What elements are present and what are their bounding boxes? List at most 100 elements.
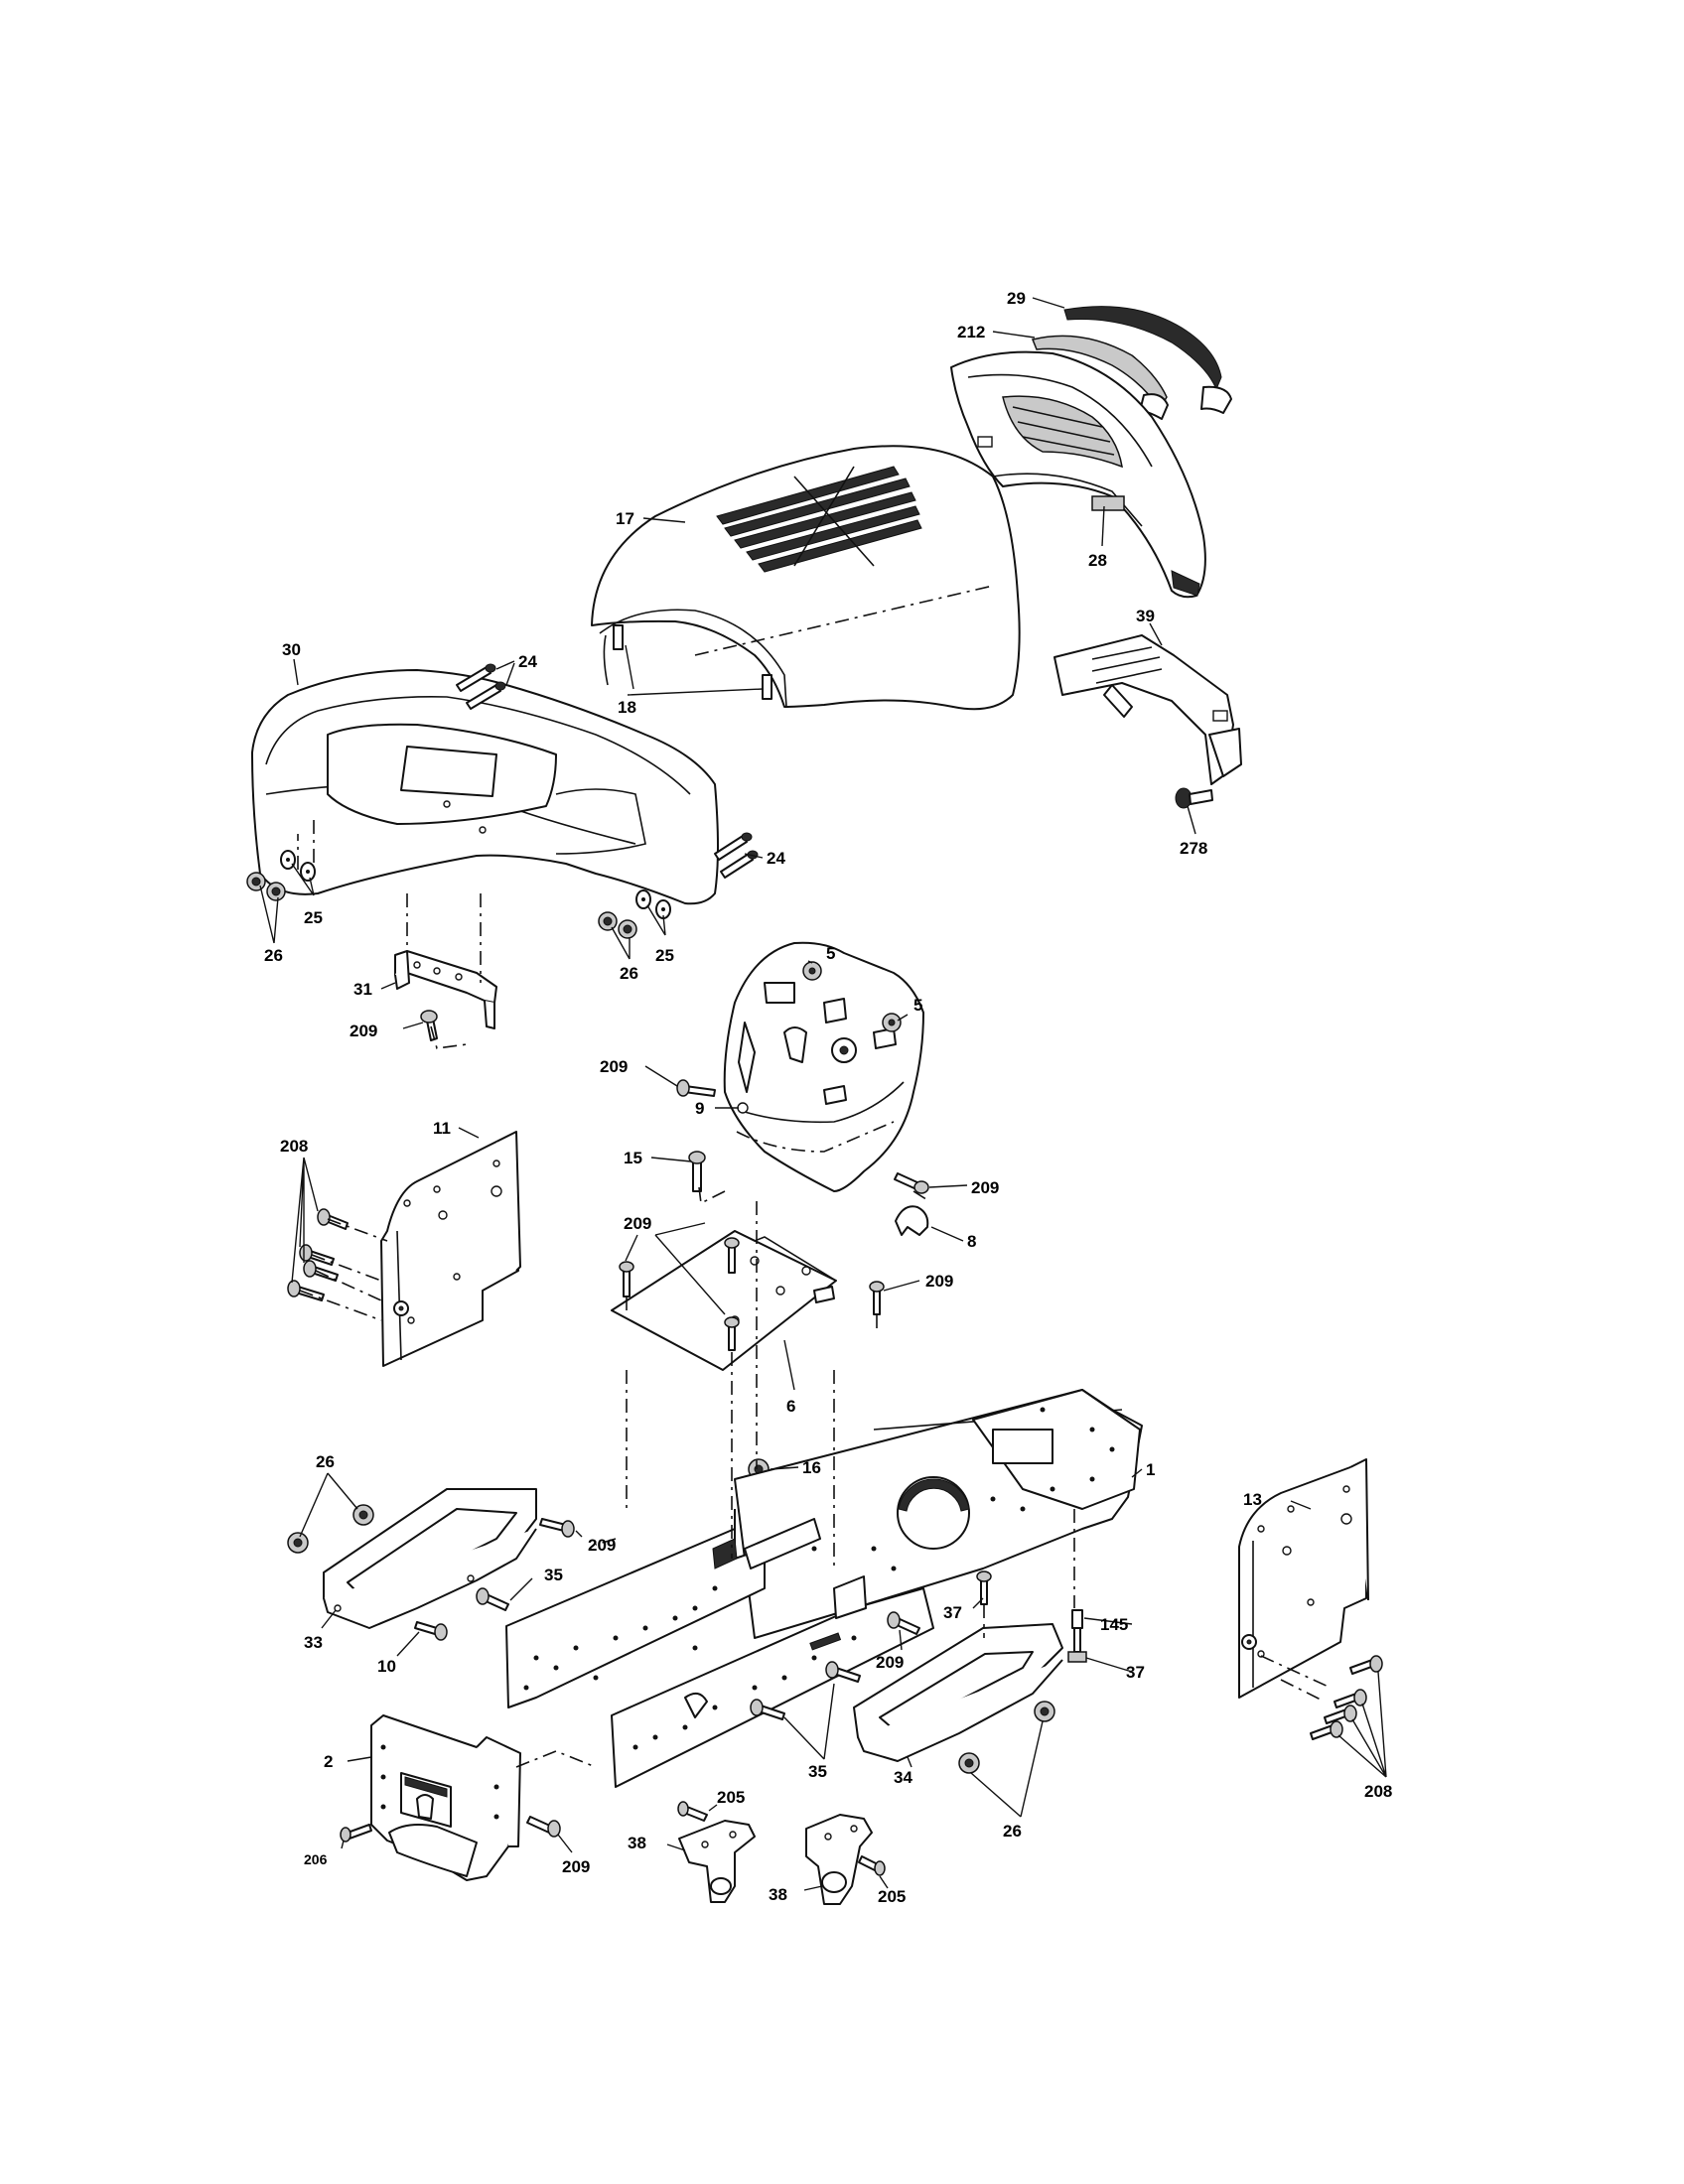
callout-10: 10 xyxy=(377,1657,396,1676)
part-35-bolts-frame xyxy=(750,1661,861,1720)
part-29-grille-insert xyxy=(1063,306,1232,414)
callout-209-bracket-2: 209 xyxy=(562,1857,590,1876)
callout-34: 34 xyxy=(894,1768,912,1787)
callout-16: 16 xyxy=(802,1458,821,1477)
leader-lines xyxy=(259,297,1387,1891)
callout-37-lower: 37 xyxy=(1126,1663,1145,1682)
callout-13: 13 xyxy=(1243,1490,1262,1509)
part-145-spacer xyxy=(1071,1609,1083,1629)
callout-29: 29 xyxy=(1007,289,1026,308)
callout-8: 8 xyxy=(967,1232,976,1251)
part-206-bolt xyxy=(340,1824,372,1843)
part-17-hood xyxy=(591,445,1021,711)
part-278-bolt xyxy=(1175,787,1213,809)
callout-209-plate: 209 xyxy=(624,1214,651,1233)
callout-5-upper: 5 xyxy=(826,944,835,963)
part-2-front-axle-bracket xyxy=(370,1714,521,1881)
part-209-bolt-bracket-31 xyxy=(420,1010,438,1041)
callout-209-dash-right: 209 xyxy=(971,1178,999,1197)
callout-30: 30 xyxy=(282,640,301,659)
part-11-side-panel-left xyxy=(380,1131,521,1367)
callout-208-right: 208 xyxy=(1364,1782,1392,1801)
part-35-bolt-footrest-left xyxy=(476,1587,509,1611)
callout-35-left: 35 xyxy=(544,1566,563,1584)
callout-209-bracket-31: 209 xyxy=(350,1022,377,1040)
part-5-grommets xyxy=(802,961,902,1032)
callout-18: 18 xyxy=(618,698,636,717)
callout-209-frame-right: 209 xyxy=(876,1653,904,1672)
callout-28: 28 xyxy=(1088,551,1107,570)
callout-209-footrest-left: 209 xyxy=(588,1536,616,1555)
callout-26-footrest-left: 26 xyxy=(316,1452,335,1471)
part-38-bracket-left xyxy=(678,1820,756,1903)
callout-205-left: 205 xyxy=(717,1788,745,1807)
part-26-nuts-left xyxy=(246,872,286,901)
part-209-bolt-footrest-left xyxy=(539,1518,575,1538)
callout-278: 278 xyxy=(1180,839,1207,858)
callout-209-dash-left: 209 xyxy=(600,1057,628,1076)
part-1-frame xyxy=(505,1389,1143,1788)
callout-24-upper: 24 xyxy=(518,652,537,671)
part-24-bolts-upper xyxy=(456,663,506,710)
part-208-bolts-right xyxy=(1310,1655,1383,1740)
callout-33: 33 xyxy=(304,1633,323,1652)
callout-37-upper: 37 xyxy=(943,1603,962,1622)
part-30-seat-pan-fender-top xyxy=(251,669,719,905)
callout-208-left: 208 xyxy=(280,1137,308,1156)
callout-25-left: 25 xyxy=(304,908,323,927)
callout-212: 212 xyxy=(957,323,985,341)
part-6-mounting-plate xyxy=(611,1230,837,1371)
part-212-grille-insert xyxy=(1031,335,1169,420)
part-38-bracket-right xyxy=(805,1814,873,1905)
callout-38-right: 38 xyxy=(769,1885,787,1904)
callout-25-right: 25 xyxy=(655,946,674,965)
part-8-clip xyxy=(895,1205,929,1236)
part-26-nuts-footrest-right xyxy=(958,1701,1055,1774)
callout-labels: 29 212 17 28 39 30 24 18 278 24 25 26 25… xyxy=(264,289,1392,1906)
callout-2: 2 xyxy=(324,1752,333,1771)
part-15-bolt xyxy=(688,1151,706,1192)
part-209-bolt-dash-left xyxy=(676,1079,716,1097)
part-26-nuts-footrest-left xyxy=(287,1504,374,1554)
part-24-bolts-lower xyxy=(714,832,759,879)
callout-145: 145 xyxy=(1100,1615,1128,1634)
part-13-side-panel-right xyxy=(1238,1458,1369,1699)
callout-35-right: 35 xyxy=(808,1762,827,1781)
part-209-bolt-dash-right xyxy=(894,1172,929,1194)
callout-17: 17 xyxy=(616,509,634,528)
callout-5-right: 5 xyxy=(913,996,922,1015)
part-205-bolt-left xyxy=(677,1801,708,1822)
part-37-bolts xyxy=(976,1570,1087,1663)
callout-9: 9 xyxy=(695,1099,704,1118)
part-39-hood-bracket xyxy=(1053,634,1242,785)
part-34-footrest-right xyxy=(853,1623,1063,1762)
part-28-hood-front-panel xyxy=(950,350,1206,599)
callout-209-plate-right: 209 xyxy=(925,1272,953,1291)
part-209-bolts-plate xyxy=(619,1237,885,1351)
callout-31: 31 xyxy=(353,980,372,999)
callout-26-left: 26 xyxy=(264,946,283,965)
part-25-washers-left xyxy=(280,850,316,882)
callout-6: 6 xyxy=(786,1397,795,1416)
frame-holes xyxy=(523,1407,1115,1750)
callout-26-footrest-right: 26 xyxy=(1003,1822,1022,1841)
part-209-bolt-bracket-2 xyxy=(526,1816,561,1838)
part-26-nuts-right xyxy=(598,911,637,939)
callout-206: 206 xyxy=(304,1851,328,1867)
callout-24-lower: 24 xyxy=(767,849,785,868)
part-209-bolt-frame-right xyxy=(887,1611,920,1635)
callout-205-right: 205 xyxy=(878,1887,906,1906)
hood-vent-slats xyxy=(716,466,922,573)
part-33-footrest-left xyxy=(323,1488,537,1629)
callout-1: 1 xyxy=(1146,1460,1155,1479)
part-31-seat-bracket xyxy=(394,950,497,1029)
alignment-lines xyxy=(297,820,1332,1768)
part-205-bolt-right xyxy=(858,1855,886,1876)
callout-26-right: 26 xyxy=(620,964,638,983)
part-18-hood-inserts xyxy=(613,624,772,700)
callout-15: 15 xyxy=(624,1149,642,1167)
callout-39: 39 xyxy=(1136,607,1155,625)
part-10-bolt xyxy=(414,1621,448,1641)
callout-11: 11 xyxy=(433,1119,451,1138)
